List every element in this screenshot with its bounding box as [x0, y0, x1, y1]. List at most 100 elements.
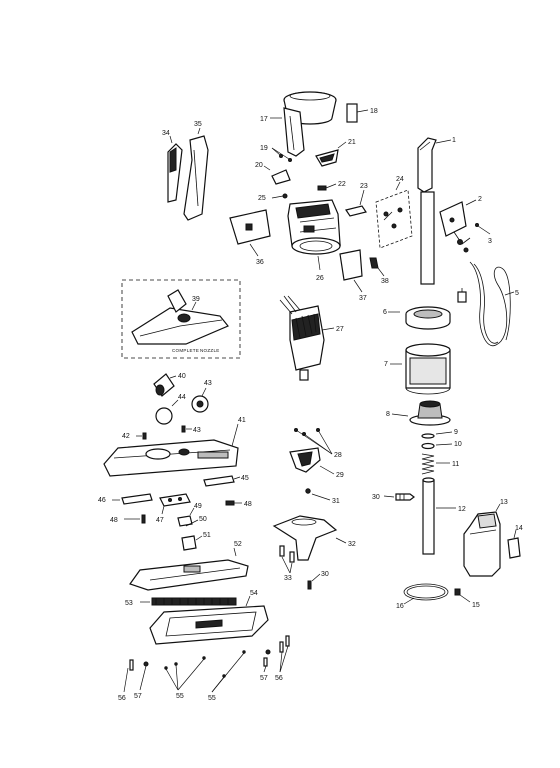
inset-caption-nozzle: NOZZLE: [200, 348, 220, 353]
part-7-filter: 7: [384, 343, 451, 395]
callout-10: 10: [454, 441, 462, 448]
callout-26: 26: [316, 275, 324, 282]
part-18-label-small: 18: [346, 103, 378, 123]
part-19-screws: 19: [260, 145, 292, 162]
part-46-bumper: 46: [98, 493, 153, 505]
callout-17: 17: [260, 116, 268, 123]
part-9-washer: 9: [421, 429, 458, 439]
callout-53: 53: [125, 600, 133, 607]
callout-47: 47: [156, 517, 164, 524]
callout-11: 11: [452, 461, 459, 468]
callout-37: 37: [359, 295, 367, 302]
part-35-upholstery-tool: 35: [183, 121, 209, 221]
part-48-pin-left: 48: [110, 514, 146, 524]
part-37-panel: 37: [339, 249, 367, 302]
part-38-clip: 38: [369, 257, 389, 285]
callout-51: 51: [203, 532, 211, 539]
part-40-swivel-neck: 40: [153, 373, 186, 397]
part-17-top-cap: 17: [260, 91, 337, 157]
part-34-crevice-tool: 34: [162, 130, 183, 203]
callout-31: 31: [332, 498, 340, 505]
callout-30-lower: 30: [321, 571, 329, 578]
part-54-bottom-plate: 54: [149, 590, 269, 645]
callout-19: 19: [260, 145, 268, 152]
callout-30-upper: 30: [372, 494, 380, 501]
callout-9: 9: [454, 429, 458, 436]
part-33-screws: 33: [279, 545, 295, 582]
callout-28: 28: [334, 452, 342, 459]
part-43-knob: 43: [191, 380, 212, 413]
callout-7: 7: [384, 361, 388, 368]
part-30-screw-lower: 30: [307, 571, 329, 590]
callout-13: 13: [500, 499, 508, 506]
part-26-motor-housing: 26: [287, 199, 341, 282]
callout-5: 5: [515, 290, 519, 297]
callout-38: 38: [381, 278, 389, 285]
callout-1: 1: [452, 137, 456, 144]
part-55-screws-right: 55: [208, 650, 246, 702]
callout-56-right: 56: [275, 675, 283, 682]
part-30-bolt-upper: 30: [372, 493, 415, 501]
callout-15: 15: [472, 602, 480, 609]
callout-8: 8: [386, 411, 390, 418]
part-43-screw: 43: [181, 425, 201, 434]
callout-18: 18: [370, 108, 378, 115]
part-22-clip: 22: [317, 181, 346, 191]
callout-36: 36: [256, 259, 264, 266]
part-47-pedal: 47: [156, 493, 191, 524]
part-51-pad: 51: [181, 532, 211, 551]
part-53-brushroll: 53: [125, 597, 237, 607]
part-56-screw-left: 56: [118, 659, 134, 702]
part-28-screws: 28: [294, 428, 342, 459]
part-27-motor: 27: [279, 295, 344, 381]
part-57-washer-right: 57: [260, 649, 271, 682]
callout-52: 52: [234, 541, 242, 548]
part-21-latch: 21: [315, 139, 356, 167]
callout-40: 40: [178, 373, 186, 380]
callout-42: 42: [122, 433, 130, 440]
part-36-cover: 36: [229, 209, 271, 266]
callout-48-right: 48: [244, 501, 252, 508]
callout-41: 41: [238, 417, 246, 424]
part-16-drive-belt: 16: [396, 583, 449, 610]
callout-57-left: 57: [134, 693, 142, 700]
callout-29: 29: [336, 472, 344, 479]
part-11-spring: 11: [421, 453, 459, 475]
inset-caption-complete: COMPLETE: [172, 348, 199, 353]
callout-55-left: 55: [176, 693, 184, 700]
callout-33: 33: [284, 575, 292, 582]
callout-32: 32: [348, 541, 356, 548]
part-8-cyclone-top: 8: [386, 400, 451, 426]
part-55-screws-left: 55: [164, 656, 206, 700]
callout-57-right: 57: [260, 675, 268, 682]
part-48-pin-right: 48: [225, 500, 252, 508]
callout-6: 6: [383, 309, 387, 316]
callout-27: 27: [336, 326, 344, 333]
callout-35: 35: [194, 121, 202, 128]
part-41-nozzle-cover: 41: [103, 417, 246, 477]
part-10-seal: 10: [421, 441, 462, 450]
part-12-lower-tube: 12: [422, 477, 466, 555]
callout-2: 2: [478, 196, 482, 203]
callout-55-right: 55: [208, 695, 216, 702]
callout-56-left: 56: [118, 695, 126, 702]
callout-48-left: 48: [110, 517, 118, 524]
part-45-bumper: 45: [203, 475, 249, 487]
part-14-label: 14: [507, 525, 523, 559]
callout-49: 49: [194, 503, 202, 510]
part-57-washer-left: 57: [134, 661, 149, 700]
callout-21: 21: [348, 139, 356, 146]
part-42-pin: 42: [122, 432, 147, 440]
callout-34: 34: [162, 130, 170, 137]
part-49-spring: 49: [177, 503, 202, 527]
callout-43-upper: 43: [204, 380, 212, 387]
callout-46: 46: [98, 497, 106, 504]
part-25-screw: 25: [258, 193, 288, 202]
part-3-screw: 3: [475, 223, 492, 245]
callout-43-lower: 43: [193, 427, 201, 434]
callout-44: 44: [178, 394, 186, 401]
part-15-belt-clip: 15: [454, 588, 480, 609]
part-6-filter-cap: 6: [383, 306, 451, 330]
callout-50: 50: [199, 516, 207, 523]
part-32-duct: 32: [272, 515, 356, 561]
